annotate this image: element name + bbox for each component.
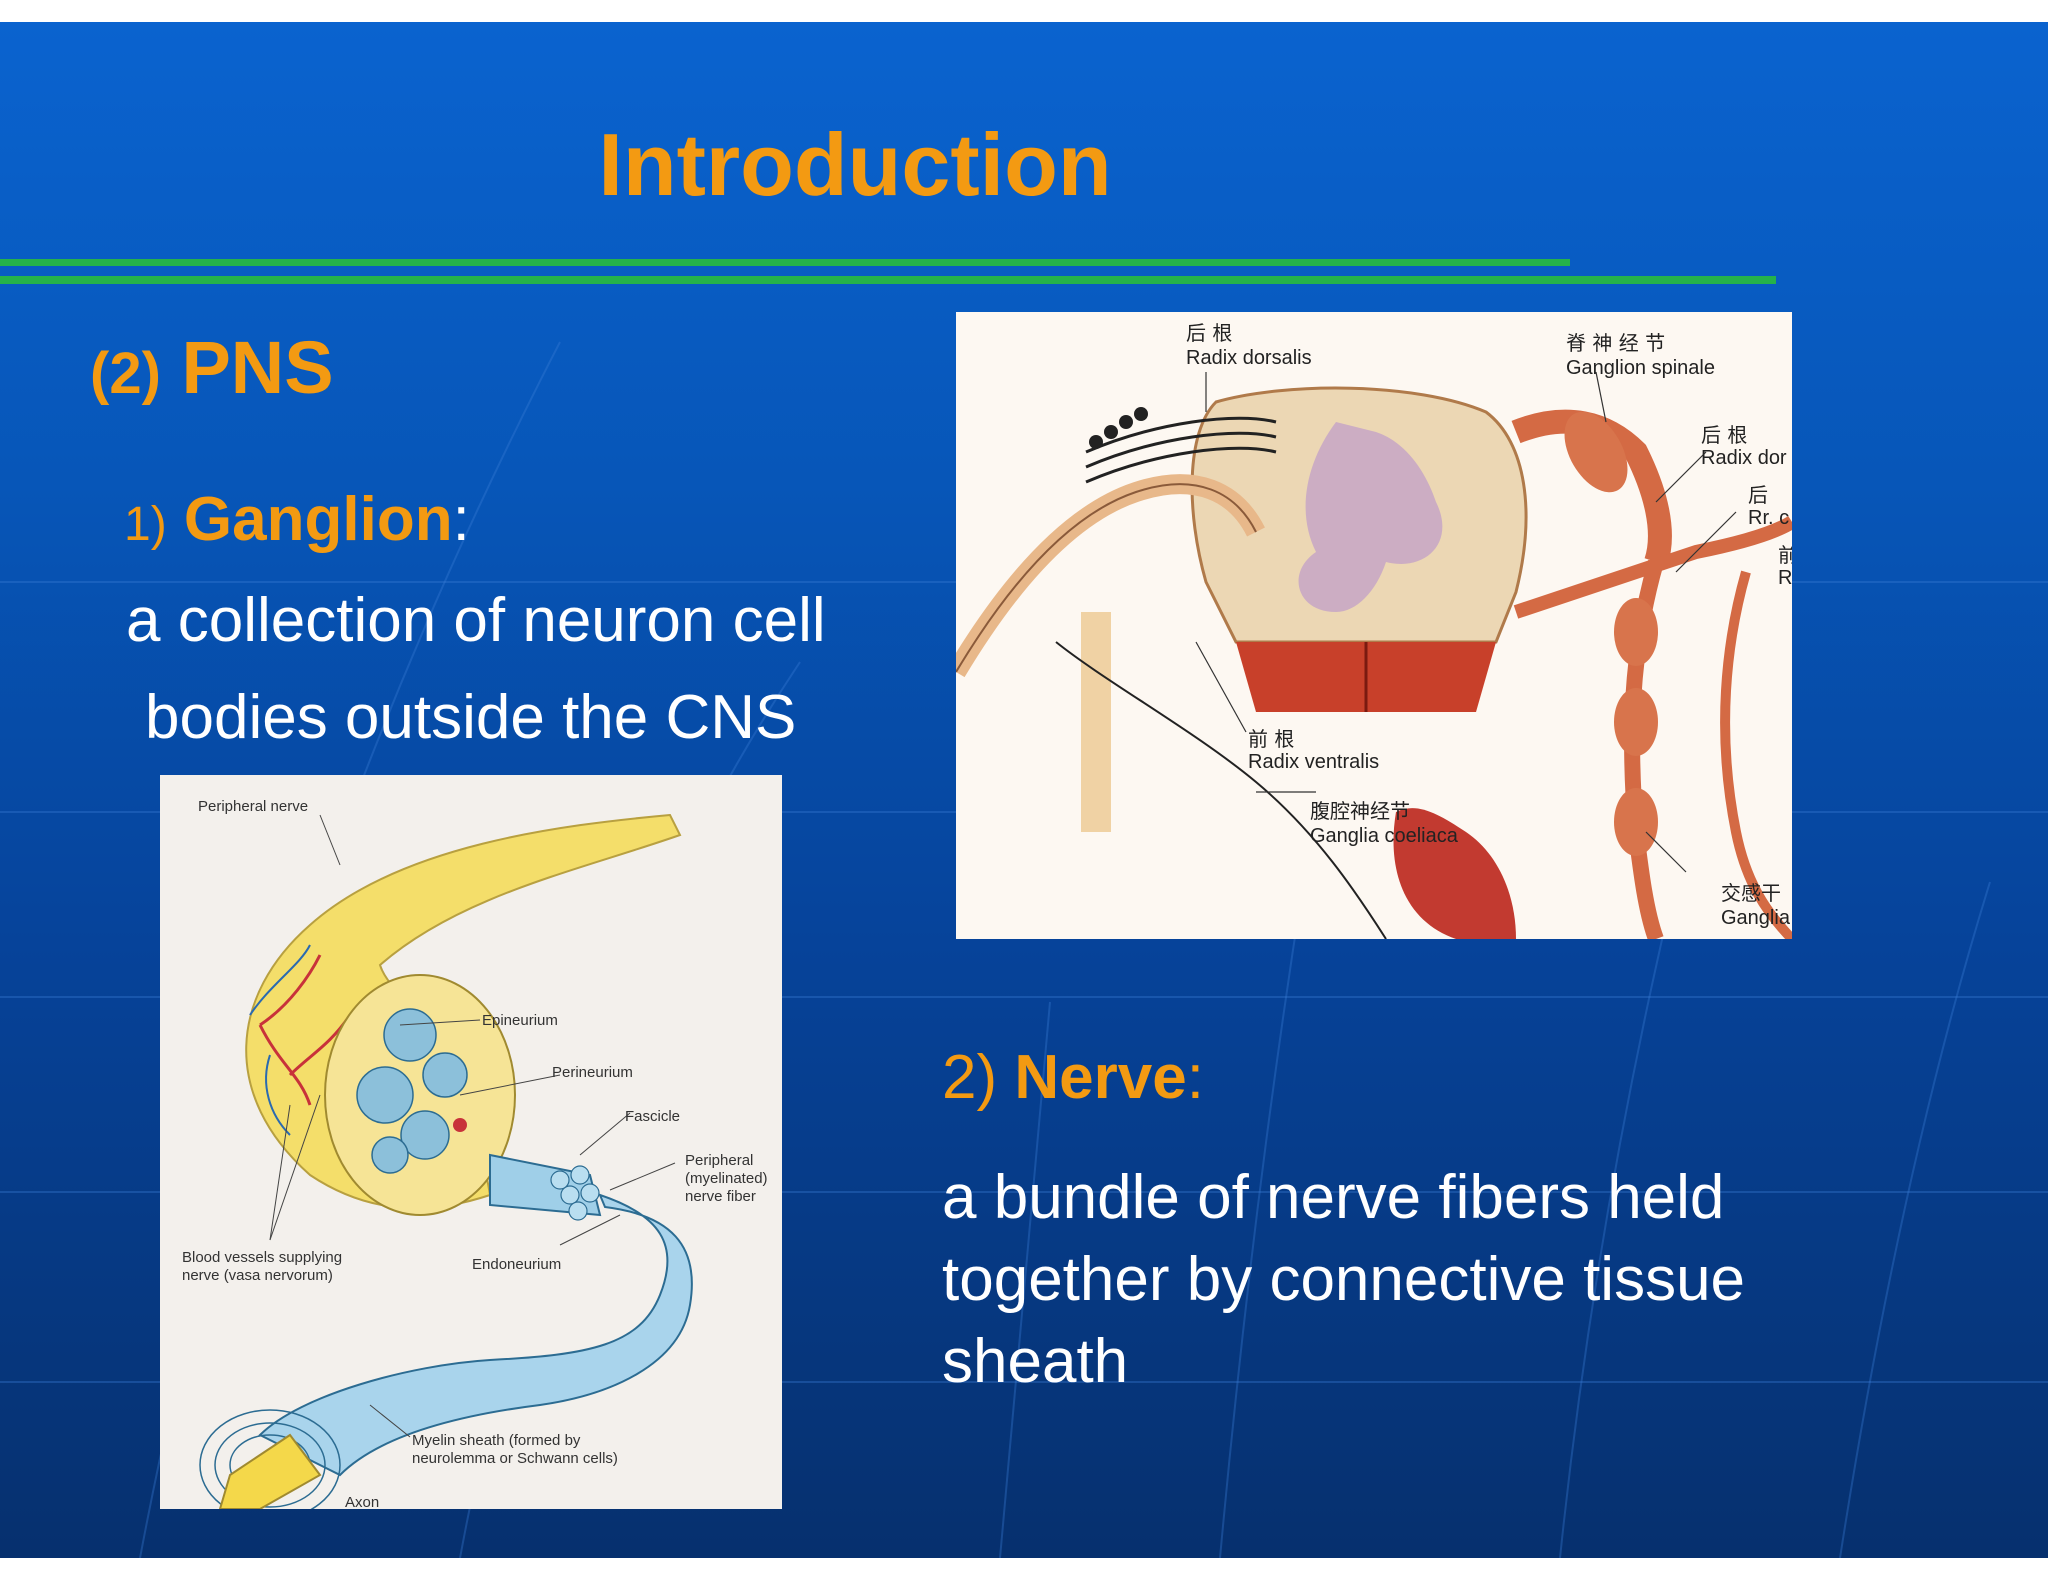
label-radix-ventralis-cn: 前 根 bbox=[1248, 727, 1294, 751]
label-peripheral-nerve: Peripheral nerve bbox=[198, 798, 308, 815]
label-ganglia: Ganglia bbox=[1721, 907, 1791, 929]
label-ganglion-spinale-cn: 脊 神 经 节 bbox=[1566, 331, 1665, 355]
peripheral-nerve-drawing: Peripheral nerve Epineurium Perineurium … bbox=[182, 798, 768, 1521]
ganglion-heading: 1) Ganglion: bbox=[124, 484, 470, 555]
label-ganglia-coeliaca-cn: 腹腔神经节 bbox=[1310, 799, 1410, 823]
label-ganglion-spinale: Ganglion spinale bbox=[1566, 357, 1715, 379]
label-endoneurium: Endoneurium bbox=[472, 1256, 561, 1273]
nerve-definition-line2: together by connective tissue bbox=[942, 1245, 1746, 1314]
label-rr: Rr. c bbox=[1748, 507, 1789, 529]
ganglion-definition-line1: a collection of neuron cell bbox=[126, 586, 826, 655]
label-fascicle: Fascicle bbox=[625, 1108, 680, 1125]
label-ganglia-coeliaca: Ganglia coeliaca bbox=[1310, 825, 1459, 847]
spinal-cord-drawing: 后 根 Radix dorsalis 脊 神 经 节 Ganglion spin… bbox=[947, 321, 1798, 943]
label-epineurium: Epineurium bbox=[482, 1012, 558, 1029]
nerve-term: Nerve bbox=[1014, 1043, 1187, 1112]
ganglion-definition-line2: bodies outside the CNS bbox=[145, 683, 797, 752]
nerve-number: 2) bbox=[942, 1043, 998, 1112]
nerve-colon: : bbox=[1186, 1043, 1204, 1112]
label-myelin-2: neurolemma or Schwann cells) bbox=[412, 1450, 618, 1467]
nerve-definition-line1: a bundle of nerve fibers held bbox=[942, 1163, 1725, 1232]
spinal-cord-illustration: 后 根 Radix dorsalis 脊 神 经 节 Ganglion spin… bbox=[947, 312, 1798, 943]
label-radix-dorsalis-cn: 后 根 bbox=[1186, 321, 1232, 345]
section-heading: (2) PNS bbox=[90, 325, 334, 410]
nerve-heading: 2) Nerve: bbox=[942, 1042, 1204, 1113]
label-r-cn: 前 bbox=[1778, 543, 1792, 567]
slide: Introduction (2) PNS 1) Ganglion: a coll… bbox=[0, 22, 2048, 1558]
label-myelin-1: Myelin sheath (formed by bbox=[412, 1432, 581, 1449]
label-peripheral-fiber-2: (myelinated) bbox=[685, 1170, 768, 1187]
ganglion-number: 1) bbox=[124, 498, 167, 551]
ganglion-term: Ganglion bbox=[183, 485, 453, 554]
label-axon: Axon bbox=[345, 1494, 379, 1509]
label-radix-dor-cn: 后 根 bbox=[1701, 423, 1747, 447]
label-peripheral-fiber-3: nerve fiber bbox=[685, 1188, 756, 1205]
label-rr-cn: 后 bbox=[1748, 483, 1768, 507]
label-radix-ventralis: Radix ventralis bbox=[1248, 751, 1379, 773]
ganglion-colon: : bbox=[452, 485, 470, 554]
section-number: (2) bbox=[90, 341, 161, 406]
label-ganglia-cn: 交感干 bbox=[1721, 881, 1781, 905]
label-radix-dor: Radix dor bbox=[1701, 447, 1787, 469]
slide-title: Introduction bbox=[598, 115, 1112, 214]
peripheral-nerve-illustration: Peripheral nerve Epineurium Perineurium … bbox=[160, 775, 782, 1521]
label-r: R bbox=[1778, 567, 1792, 589]
label-peripheral-fiber-1: Peripheral bbox=[685, 1152, 753, 1169]
label-perineurium: Perineurium bbox=[552, 1064, 633, 1081]
nerve-definition-line3: sheath bbox=[942, 1327, 1129, 1396]
title-rule-upper bbox=[0, 259, 1570, 266]
label-blood-vessels-1: Blood vessels supplying bbox=[182, 1249, 342, 1266]
label-blood-vessels-2: nerve (vasa nervorum) bbox=[182, 1267, 333, 1284]
label-radix-dorsalis: Radix dorsalis bbox=[1186, 347, 1312, 369]
section-label: PNS bbox=[181, 326, 334, 409]
title-rule-lower bbox=[0, 276, 1776, 284]
